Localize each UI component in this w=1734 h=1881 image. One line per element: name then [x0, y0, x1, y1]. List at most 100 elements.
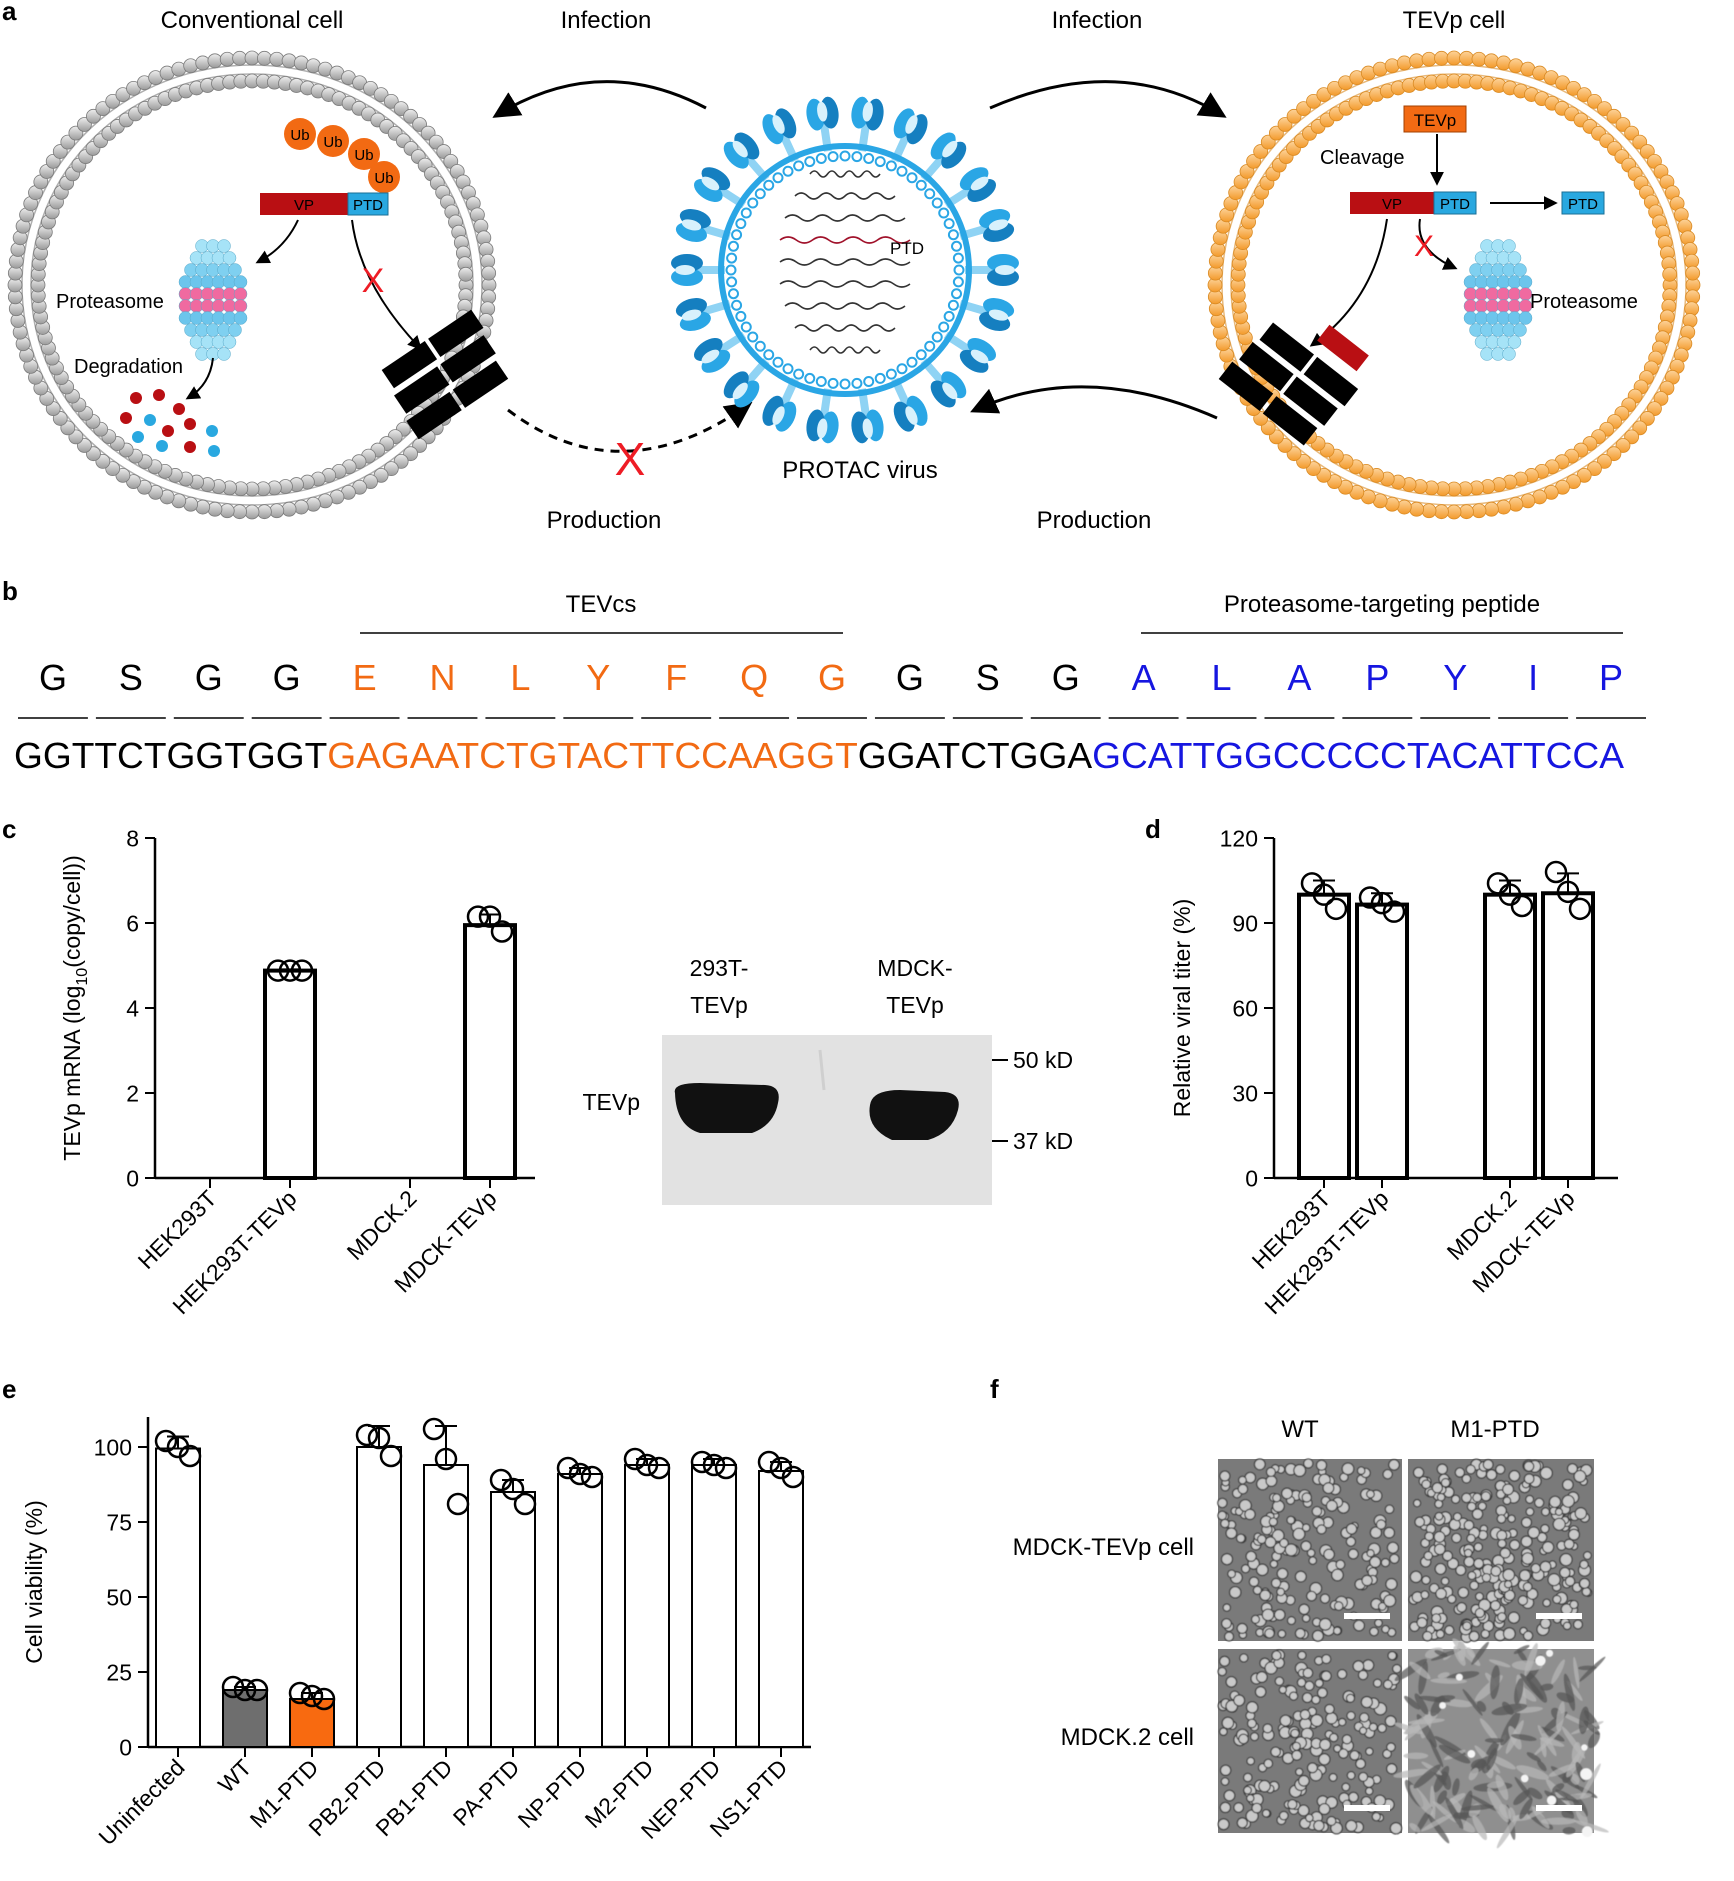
envelope-bead	[952, 252, 964, 264]
envelope-bead	[754, 188, 766, 200]
envelope-bead	[943, 310, 955, 322]
lipid-head	[219, 503, 235, 519]
lipid-head	[1396, 499, 1412, 515]
round-cell	[1454, 1467, 1465, 1478]
round-cell	[1523, 1460, 1535, 1472]
lipid-head	[1587, 461, 1602, 477]
round-cell	[1217, 1510, 1228, 1521]
flat-cell	[1468, 1767, 1479, 1781]
round-cell	[1480, 1629, 1490, 1639]
round-cell	[1347, 1548, 1359, 1560]
flat-cell	[1413, 1764, 1441, 1789]
envelope-bead	[804, 372, 816, 384]
flat-cell	[1513, 1645, 1530, 1654]
blot-band-mdck	[869, 1090, 959, 1140]
micrograph-tevp-wt	[1217, 1458, 1402, 1642]
round-cell	[1247, 1718, 1257, 1729]
round-cell	[1270, 1746, 1281, 1758]
lipid-head	[183, 58, 199, 74]
round-cell	[1319, 1738, 1332, 1751]
round-cell	[1471, 1508, 1484, 1520]
ub-label-2: Ub	[323, 134, 342, 151]
flat-cell	[1526, 1752, 1541, 1762]
data-point	[1312, 883, 1336, 906]
round-cell	[1421, 1479, 1432, 1490]
round-cell	[1583, 1551, 1592, 1560]
round-cell	[1444, 1625, 1455, 1636]
round-cell	[1331, 1568, 1344, 1582]
round-cell	[1253, 1458, 1266, 1471]
lipid-head	[105, 93, 121, 109]
data-point	[781, 1465, 805, 1489]
round-cell	[1387, 1651, 1397, 1661]
envelope-bead	[815, 376, 827, 388]
flat-cell	[1537, 1725, 1557, 1757]
round-cell	[1457, 1586, 1470, 1599]
round-cell	[1561, 1494, 1575, 1508]
surface-glycoprotein	[723, 132, 770, 182]
flat-cell	[1578, 1706, 1590, 1735]
data-point	[1498, 883, 1522, 906]
flat-cell	[1434, 1736, 1466, 1755]
flat-cell	[1540, 1737, 1547, 1758]
envelope-bead	[938, 207, 950, 219]
y-tick-label: 50	[106, 1584, 132, 1610]
proteasome-right	[1463, 239, 1533, 361]
free-ptd-bar	[1561, 191, 1605, 215]
flat-cell	[1414, 1693, 1429, 1715]
envelope-bead	[804, 156, 816, 168]
flat-cell	[1517, 1649, 1528, 1663]
round-cell	[1221, 1716, 1235, 1730]
envelope-bead	[731, 229, 743, 241]
residue-5: E	[353, 657, 377, 698]
flat-cell	[1540, 1817, 1577, 1825]
flat-cell	[1453, 1646, 1466, 1666]
round-cell	[1256, 1563, 1269, 1577]
round-cell	[1217, 1497, 1228, 1509]
round-cell	[1369, 1626, 1379, 1637]
residue-1: G	[39, 657, 67, 698]
data-point	[513, 1492, 537, 1516]
round-cell	[1291, 1749, 1303, 1761]
flat-cell	[1437, 1790, 1448, 1805]
envelope-bead	[725, 264, 737, 276]
round-cell	[1341, 1782, 1351, 1792]
round-cell	[1474, 1607, 1485, 1619]
round-cell	[1490, 1565, 1502, 1577]
envelope-bead	[782, 165, 794, 177]
flat-cell	[1418, 1661, 1428, 1695]
round-cell	[1220, 1518, 1230, 1529]
envelope-bead	[863, 376, 875, 388]
lipid-head	[481, 265, 497, 281]
y-tick-label: 0	[119, 1734, 132, 1760]
y-tick-label: 6	[126, 910, 139, 936]
vp-bar-right	[1350, 192, 1434, 214]
round-cell	[1371, 1812, 1381, 1822]
round-cell	[1507, 1611, 1520, 1624]
round-cell	[1225, 1676, 1238, 1688]
proteasome-subunit	[1507, 335, 1522, 349]
lipid-head	[195, 55, 211, 71]
round-cell	[1522, 1581, 1533, 1592]
round-cell	[1245, 1701, 1259, 1714]
round-cell	[1525, 1507, 1535, 1517]
x-tick-label: MDCK-TEVp	[1467, 1185, 1579, 1297]
x-tick-label: PA-PTD	[448, 1754, 525, 1831]
round-cell	[1337, 1717, 1347, 1727]
flat-cell	[1561, 1726, 1586, 1759]
round-cell	[1375, 1519, 1387, 1530]
flat-cell	[1555, 1789, 1580, 1804]
round-cell	[1345, 1693, 1356, 1703]
viral-assembly-right	[1218, 322, 1369, 446]
lipid-head	[1446, 50, 1462, 66]
lipid-head	[1421, 51, 1437, 67]
residue-7: L	[510, 657, 530, 698]
envelope-bead	[906, 356, 918, 368]
round-cell	[1326, 1816, 1337, 1827]
y-tick-label: 25	[106, 1659, 132, 1685]
tevp-box	[1403, 105, 1467, 133]
round-cell	[1366, 1489, 1375, 1499]
micrograph-mdck2-m1ptd	[1393, 1638, 1609, 1849]
envelope-bead	[953, 264, 965, 276]
